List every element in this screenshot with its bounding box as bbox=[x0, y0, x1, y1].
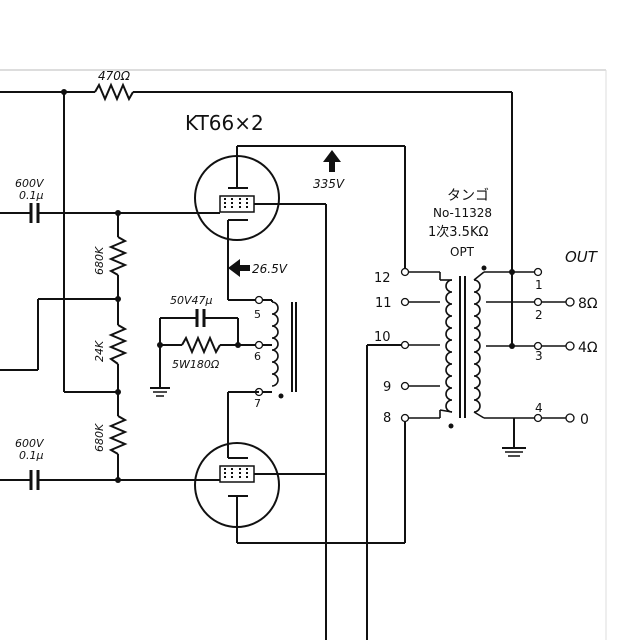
terminal-s1-label: 1 bbox=[535, 278, 543, 292]
terminal-7-label: 7 bbox=[254, 397, 261, 410]
resistor-470 bbox=[94, 82, 134, 102]
terminal-s4-label: 4 bbox=[535, 401, 543, 415]
output-zero: 0 bbox=[580, 412, 589, 428]
opt-maker: タンゴ bbox=[447, 187, 489, 204]
cap-bottom-voltage: 600V bbox=[15, 437, 45, 450]
terminal-8-label: 8 bbox=[383, 411, 391, 426]
tube-label: KT66×2 bbox=[185, 111, 264, 135]
terminal-s2-label: 2 bbox=[535, 308, 543, 322]
cathode-arrow-26v bbox=[228, 259, 250, 277]
output-8ohm: 8Ω bbox=[578, 296, 598, 312]
cathode-resistor-label: 5W180Ω bbox=[172, 358, 220, 371]
cap-bottom-value: 0.1μ bbox=[19, 449, 44, 462]
terminal-11-label: 11 bbox=[375, 296, 392, 311]
cathode-bypass-network bbox=[150, 309, 259, 397]
resistor-680k-bottom-label: 680K bbox=[93, 423, 106, 452]
bias-feed-wire bbox=[0, 298, 118, 393]
output-4ohm: 4Ω bbox=[578, 340, 598, 356]
cap-top-voltage: 600V bbox=[15, 177, 45, 190]
voltage-26v-label: 26.5V bbox=[252, 262, 288, 276]
output-title: OUT bbox=[565, 248, 599, 266]
coupling-cap-top bbox=[0, 203, 220, 223]
opt-spec: 1次3.5KΩ bbox=[428, 224, 488, 240]
voltage-335v-label: 335V bbox=[313, 177, 345, 191]
resistor-24k-label: 24K bbox=[93, 340, 106, 362]
terminal-9-label: 9 bbox=[383, 380, 391, 395]
terminal-6-label: 6 bbox=[254, 350, 261, 363]
terminal-12-label: 12 bbox=[374, 271, 391, 286]
upper-tube-kt66 bbox=[194, 146, 280, 241]
coupling-cap-bottom bbox=[0, 470, 220, 490]
terminal-5-label: 5 bbox=[254, 308, 261, 321]
cathode-transformer bbox=[254, 295, 297, 399]
resistor-470-label: 470Ω bbox=[98, 69, 131, 83]
grid-resistor-ladder bbox=[108, 213, 128, 483]
feedback-wire bbox=[0, 89, 513, 392]
terminal-s3-label: 3 bbox=[535, 349, 543, 363]
opt-type: OPT bbox=[450, 245, 475, 259]
cap-top-value: 0.1μ bbox=[19, 189, 44, 202]
output-transformer bbox=[400, 265, 543, 429]
resistor-680k-top-label: 680K bbox=[93, 246, 106, 275]
opt-model: No-11328 bbox=[433, 206, 492, 220]
bypass-cap-label: 50V47μ bbox=[170, 294, 213, 307]
output-terminals bbox=[542, 297, 575, 423]
terminal-10-label: 10 bbox=[374, 330, 391, 345]
supply-arrow-335v bbox=[323, 150, 341, 172]
secondary-ground bbox=[502, 418, 526, 457]
